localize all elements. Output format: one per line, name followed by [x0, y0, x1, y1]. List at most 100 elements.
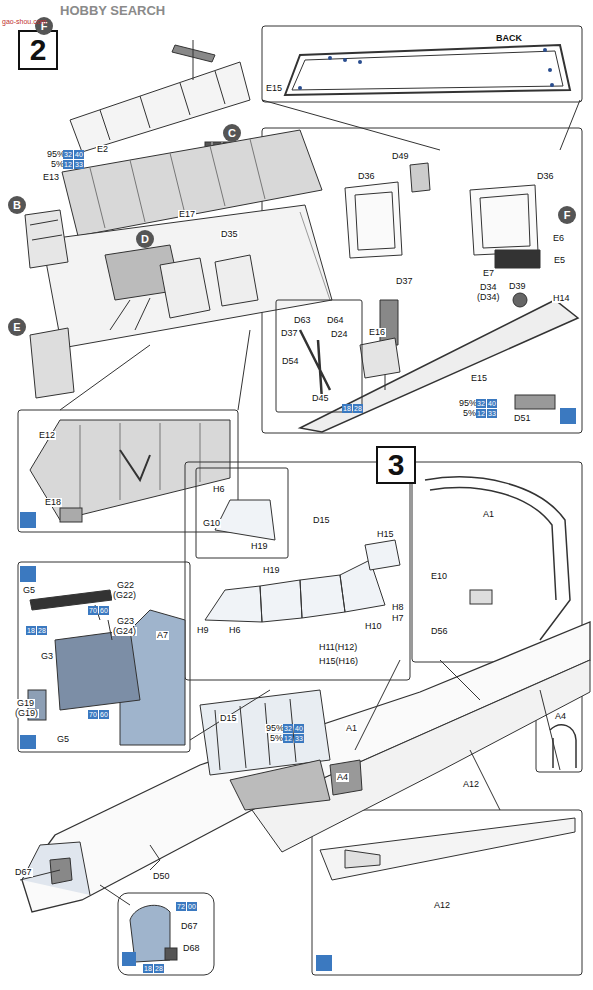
part-number: A7 [156, 631, 169, 640]
paint-code: 18 [342, 404, 352, 413]
step-label: C [228, 127, 236, 139]
part-number: E7 [482, 269, 495, 278]
paint-code: 40 [487, 399, 497, 408]
part-number: D37 [395, 277, 414, 286]
part-number: D68 [182, 944, 201, 953]
part-number: A1 [345, 724, 358, 733]
part-number: G22 [116, 581, 135, 590]
paint-code: 60 [99, 710, 109, 719]
step-label: B [13, 199, 21, 211]
part-number: G23 [116, 617, 135, 626]
subassembly-callout: F [558, 206, 576, 224]
part-number: A1 [482, 510, 495, 519]
subassembly-callout: D [136, 230, 154, 248]
paint-code: 28 [353, 404, 363, 413]
step-label: 3 [388, 448, 405, 482]
part-number: (G22) [112, 591, 137, 600]
paint-code: 18 [143, 964, 153, 973]
part-number: G3 [40, 652, 54, 661]
part-number: E15 [470, 374, 488, 383]
part-number: H8 [391, 603, 405, 612]
paint-code: 60 [99, 606, 109, 615]
part-number: D24 [330, 330, 349, 339]
part-number: E12 [38, 431, 56, 440]
part-number: D34 [479, 283, 498, 292]
part-number: D64 [326, 316, 345, 325]
subassembly-callout: B [8, 196, 26, 214]
subassembly-callout: C [223, 124, 241, 142]
part-number: H7 [391, 614, 405, 623]
paint-code: 12 [283, 734, 293, 743]
paint-code: 33 [74, 160, 84, 169]
step-label: E [13, 321, 20, 333]
paint-code: 28 [37, 626, 47, 635]
part-number: A4 [554, 712, 567, 721]
part-number: D37 [280, 329, 299, 338]
watermark: HOBBY SEARCH [60, 4, 165, 17]
paint-code: 28 [154, 964, 164, 973]
part-number: H14 [552, 294, 571, 303]
part-number: D67 [14, 868, 33, 877]
part-number: H19 [250, 542, 269, 551]
part-number: A12 [433, 901, 451, 910]
part-number: H19 [262, 566, 281, 575]
paint-code: 72 [176, 902, 186, 911]
step-number-box: 2 [18, 30, 58, 70]
part-number: E6 [552, 234, 565, 243]
part-number: H15(H16) [318, 657, 359, 666]
paint-code: 40 [294, 724, 304, 733]
part-number: H9 [196, 626, 210, 635]
part-number: D50 [152, 872, 171, 881]
part-number: E15 [265, 84, 283, 93]
part-number: D56 [430, 627, 449, 636]
part-number: G5 [22, 586, 36, 595]
part-number: D45 [311, 394, 330, 403]
part-number: (G24) [112, 627, 137, 636]
part-number: H15 [376, 530, 395, 539]
part-number: 5% [462, 409, 477, 418]
part-number: D51 [513, 414, 532, 423]
part-number: E17 [178, 210, 196, 219]
part-number: D67 [180, 922, 199, 931]
step-label: F [564, 209, 571, 221]
part-number: G19 [16, 699, 35, 708]
paint-code: 18 [26, 626, 36, 635]
part-number: H11(H12) [318, 643, 358, 652]
paint-code: 12 [63, 160, 73, 169]
part-number: E5 [553, 256, 566, 265]
paint-code: 70 [88, 606, 98, 615]
part-number: (G19) [14, 709, 39, 718]
part-number: D54 [281, 357, 300, 366]
watermark: gao-shou.com [2, 18, 46, 25]
paint-code: 00 [187, 902, 197, 911]
part-number: G5 [56, 735, 70, 744]
part-number: BACK [496, 34, 522, 43]
paint-code: 32 [283, 724, 293, 733]
subassembly-callout: E [8, 318, 26, 336]
step-label: 2 [30, 33, 47, 67]
paint-code: 32 [63, 150, 73, 159]
part-number: A4 [336, 773, 349, 782]
part-number: (D34) [476, 293, 501, 302]
part-number: 95% [458, 399, 478, 408]
part-number: 5% [269, 734, 284, 743]
part-number: E10 [430, 572, 448, 581]
part-number: G10 [202, 519, 221, 528]
part-number: E2 [96, 145, 109, 154]
part-number: D15 [219, 714, 238, 723]
part-number: 95% [265, 724, 285, 733]
part-number: D39 [508, 282, 527, 291]
part-number: D36 [536, 172, 555, 181]
part-number: E16 [368, 328, 386, 337]
step-number-box: 3 [376, 446, 416, 484]
paint-code: 40 [74, 150, 84, 159]
paint-code: 33 [294, 734, 304, 743]
paint-code: 70 [88, 710, 98, 719]
part-number: D49 [391, 152, 410, 161]
part-number: D15 [312, 516, 331, 525]
part-number: E18 [44, 498, 62, 507]
part-number: A12 [462, 780, 480, 789]
part-number: D35 [220, 230, 239, 239]
part-number: D63 [293, 316, 312, 325]
